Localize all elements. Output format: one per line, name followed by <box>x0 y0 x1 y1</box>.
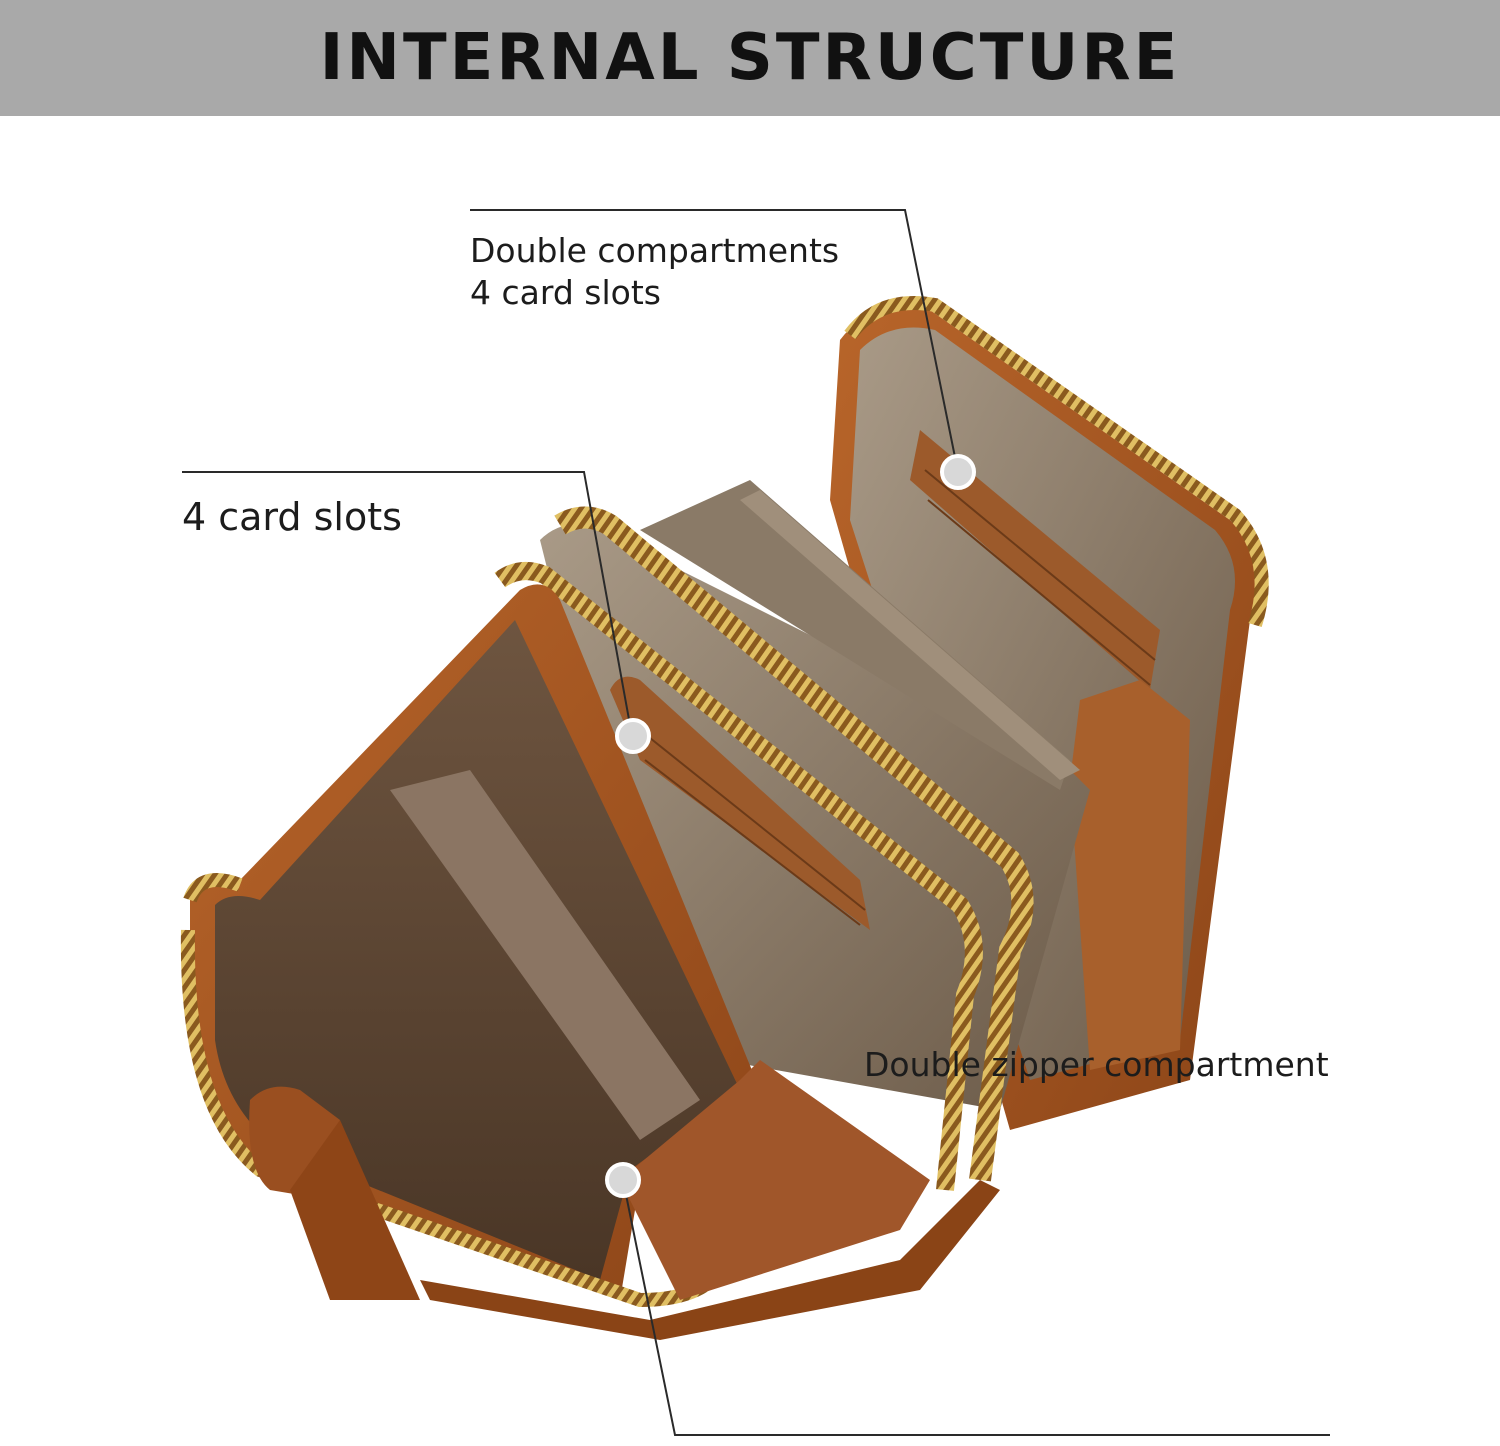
card-slot-pocket-middle <box>610 676 870 930</box>
callout-marker-left <box>615 718 651 754</box>
callout-lines <box>182 209 1330 1436</box>
middle-compartment <box>494 480 1090 1191</box>
callout-marker-top <box>940 454 976 490</box>
front-compartment <box>180 584 930 1308</box>
callout-top-line2: 4 card slots <box>470 273 661 312</box>
page-title: INTERNAL STRUCTURE <box>319 21 1181 95</box>
callout-left: 4 card slots <box>182 495 402 539</box>
callout-marker-bottom <box>605 1162 641 1198</box>
callout-bottom: Double zipper compartment <box>864 1045 1329 1084</box>
callout-top: Double compartments 4 card slots <box>470 230 839 314</box>
rear-compartment <box>830 296 1269 1130</box>
header-banner: INTERNAL STRUCTURE <box>0 0 1500 116</box>
callout-top-line1: Double compartments <box>470 231 840 270</box>
